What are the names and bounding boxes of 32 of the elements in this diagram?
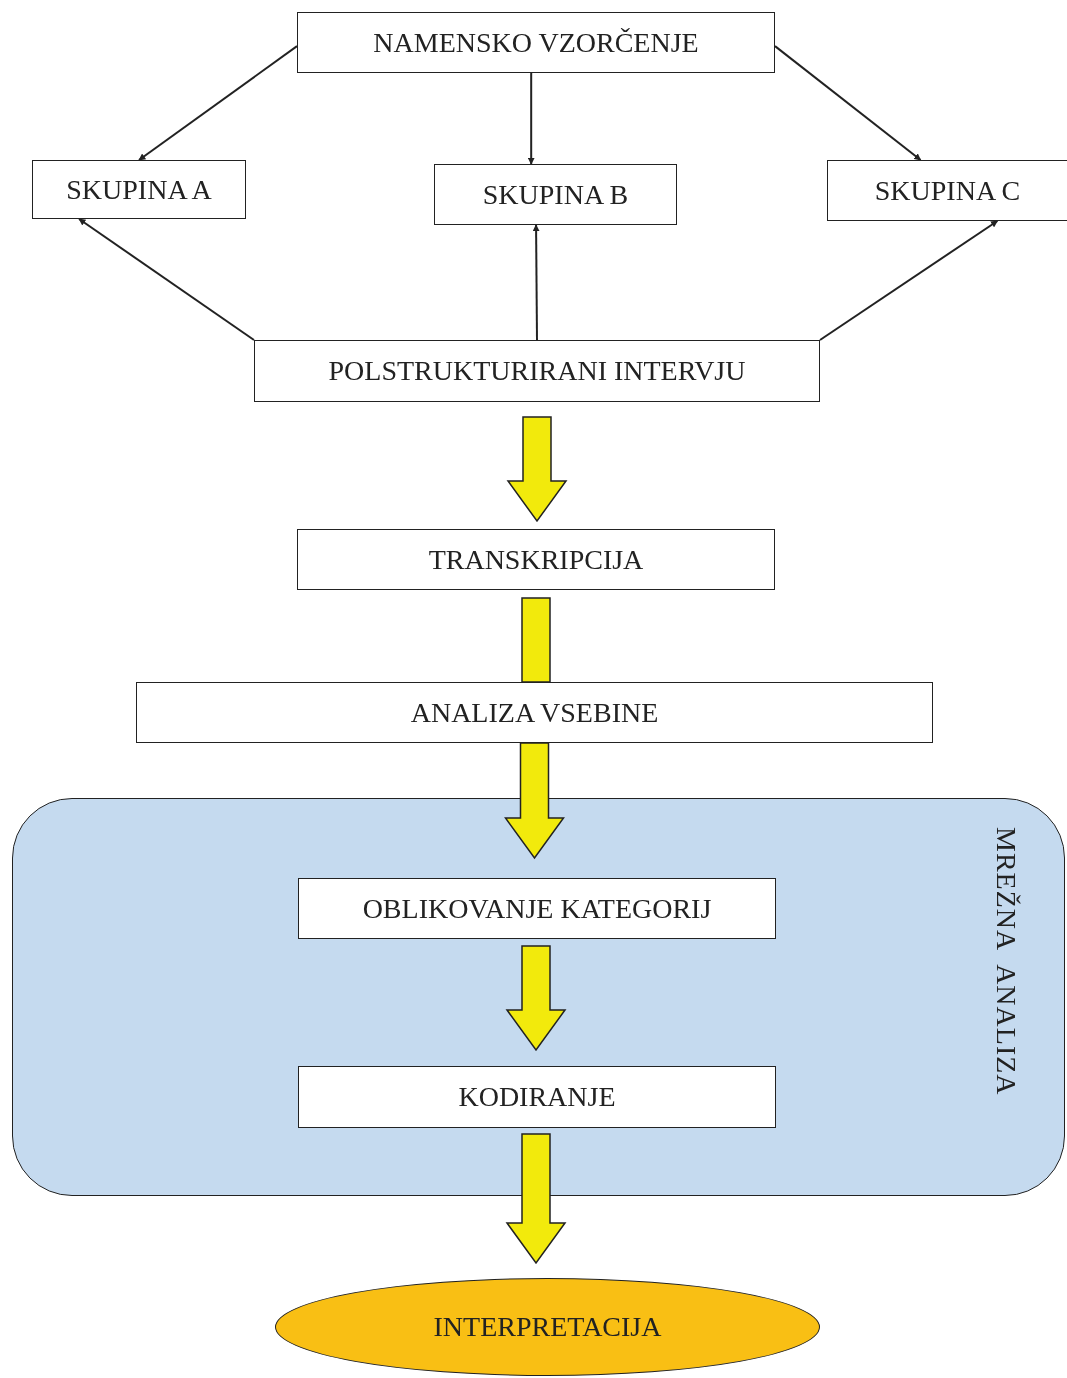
block-arrow	[505, 1133, 567, 1265]
block-arrow	[504, 742, 565, 860]
box-label: KODIRANJE	[458, 1081, 616, 1113]
block-arrow	[505, 945, 567, 1052]
arrow	[527, 72, 535, 165]
process-box	[298, 1066, 776, 1128]
box-label: ANALIZA VSEBINE	[410, 696, 659, 729]
process-box	[297, 529, 775, 590]
box-label: POLSTRUKTURIRANI INTERVJU	[328, 355, 746, 387]
box-label: SKUPINA B	[482, 178, 629, 211]
block-arrow	[521, 597, 551, 683]
box-label: SKUPINA C	[874, 174, 1021, 207]
arrow	[819, 220, 999, 341]
block-arrow	[506, 416, 568, 523]
arrow	[774, 45, 922, 161]
process-box	[297, 12, 775, 73]
arrow	[532, 224, 540, 341]
box-label: INTERPRETACIJA	[433, 1311, 662, 1343]
box-label: NAMENSKO VZORČENJE	[373, 26, 699, 59]
process-box	[298, 878, 776, 939]
box-label: TRANSKRIPCIJA	[428, 543, 644, 576]
process-box	[254, 340, 820, 402]
box-label: SKUPINA A	[66, 173, 212, 206]
arrow	[138, 45, 298, 161]
group-box	[827, 160, 1067, 221]
box-label: OBLIKOVANJE KATEGORIJ	[362, 892, 712, 925]
phase-panel	[12, 798, 1065, 1196]
arrow	[78, 218, 255, 341]
group-box	[434, 164, 677, 225]
process-box	[136, 682, 933, 743]
group-box	[32, 160, 246, 219]
vertical-label: MREŽNA ANALIZA	[990, 827, 1022, 1096]
